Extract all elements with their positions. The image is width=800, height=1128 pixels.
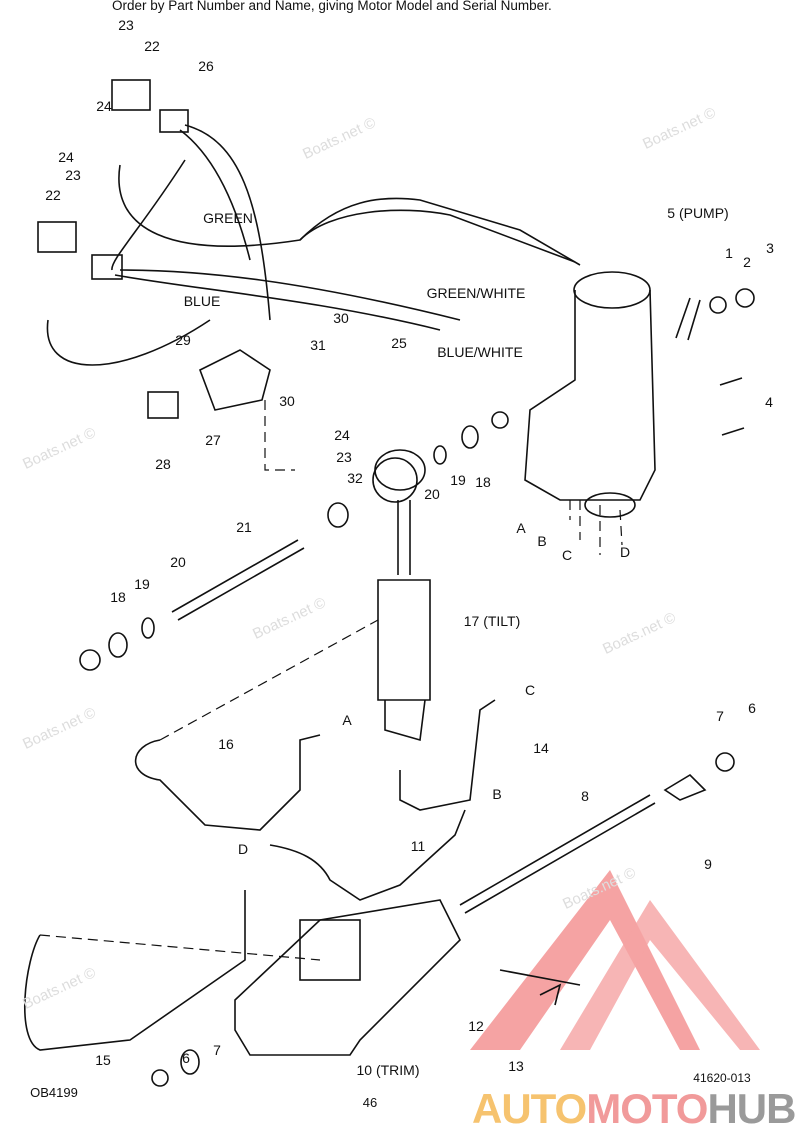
callout: 1 (725, 245, 733, 261)
callout-tilt: 17 (TILT) (463, 613, 521, 629)
callout: 21 (236, 519, 252, 535)
callout: 22 (144, 38, 160, 54)
callout: 12 (468, 1018, 484, 1034)
callout: 11 (410, 838, 426, 854)
callout: 29 (175, 332, 191, 348)
callout: 32 (347, 470, 363, 486)
callout: 27 (205, 432, 221, 448)
pump-motor (524, 271, 656, 518)
callout: 13 (508, 1058, 524, 1074)
pump-fasteners (675, 288, 755, 436)
callout: 25 (391, 335, 407, 351)
relay-left (37, 221, 77, 253)
wiring-harness (46, 124, 581, 366)
logo-triangle-icon (470, 870, 760, 1050)
callout: 18 (110, 589, 126, 605)
part-28 (147, 391, 179, 419)
logo-part-auto: AUTO (472, 1085, 587, 1128)
port-label: A (342, 712, 352, 728)
callout-trim: 10 (TRIM) (356, 1062, 420, 1078)
hydraulic-lines (24, 699, 496, 1051)
page-number: 46 (362, 1095, 378, 1110)
callout-pump: 5 (PUMP) (667, 205, 729, 221)
wire-label-green-white: GREEN/WHITE (426, 285, 526, 301)
logo-part-hub: HUB (707, 1085, 796, 1128)
mounting-plate-27 (198, 349, 271, 411)
callout: 23 (118, 17, 134, 33)
port-label: C (524, 682, 536, 698)
order-instructions: Order by Part Number and Name, giving Mo… (112, 0, 552, 13)
callout: 16 (218, 736, 234, 752)
callout: 24 (58, 149, 74, 165)
callout: 15 (95, 1052, 111, 1068)
callout: 14 (533, 740, 549, 756)
tilt-cylinder (372, 449, 431, 742)
callout: 8 (581, 788, 589, 804)
callout: 20 (424, 486, 440, 502)
callout: 24 (334, 427, 350, 443)
wire-label-blue: BLUE (183, 293, 221, 309)
port-label: B (537, 533, 547, 549)
callout: 26 (198, 58, 214, 74)
port-label: D (619, 544, 631, 560)
logo-part-moto: MOTO (586, 1085, 708, 1128)
trim-unit (151, 899, 581, 1087)
connector-left (91, 254, 123, 280)
callout: 30 (333, 310, 349, 326)
dashed-leader-lines (39, 400, 623, 961)
callout: 22 (45, 187, 61, 203)
callout: 24 (96, 98, 112, 114)
callout: 7 (213, 1042, 221, 1058)
callout: 3 (766, 240, 774, 256)
port-label: A (516, 520, 526, 536)
callout: 20 (170, 554, 186, 570)
callout: 30 (279, 393, 295, 409)
rod-21-hardware (79, 411, 509, 671)
wire-label-green: GREEN (203, 210, 253, 226)
callout: 6 (748, 700, 756, 716)
port-label: C (561, 547, 573, 563)
callout: 9 (704, 856, 712, 872)
callout: 28 (155, 456, 171, 472)
callout: 19 (134, 576, 150, 592)
callout: 19 (450, 472, 466, 488)
callout: 6 (182, 1050, 190, 1066)
relay-top (111, 79, 151, 111)
callout: 31 (310, 337, 326, 353)
callout: 7 (716, 708, 724, 724)
callout: 18 (475, 474, 491, 490)
port-label: B (492, 786, 502, 802)
diagram-code: OB4199 (30, 1085, 78, 1100)
shaft-8 (459, 752, 735, 914)
callout: 2 (743, 254, 751, 270)
callout: 4 (765, 394, 773, 410)
callout: 23 (65, 167, 81, 183)
reference-number: 41620-013 (693, 1071, 751, 1085)
port-label: D (237, 841, 249, 857)
connector-26 (159, 109, 189, 133)
wire-label-blue-white: BLUE/WHITE (437, 344, 523, 360)
callout: 23 (336, 449, 352, 465)
automotohub-logo: AUTOMOTOHUB (472, 1088, 796, 1128)
